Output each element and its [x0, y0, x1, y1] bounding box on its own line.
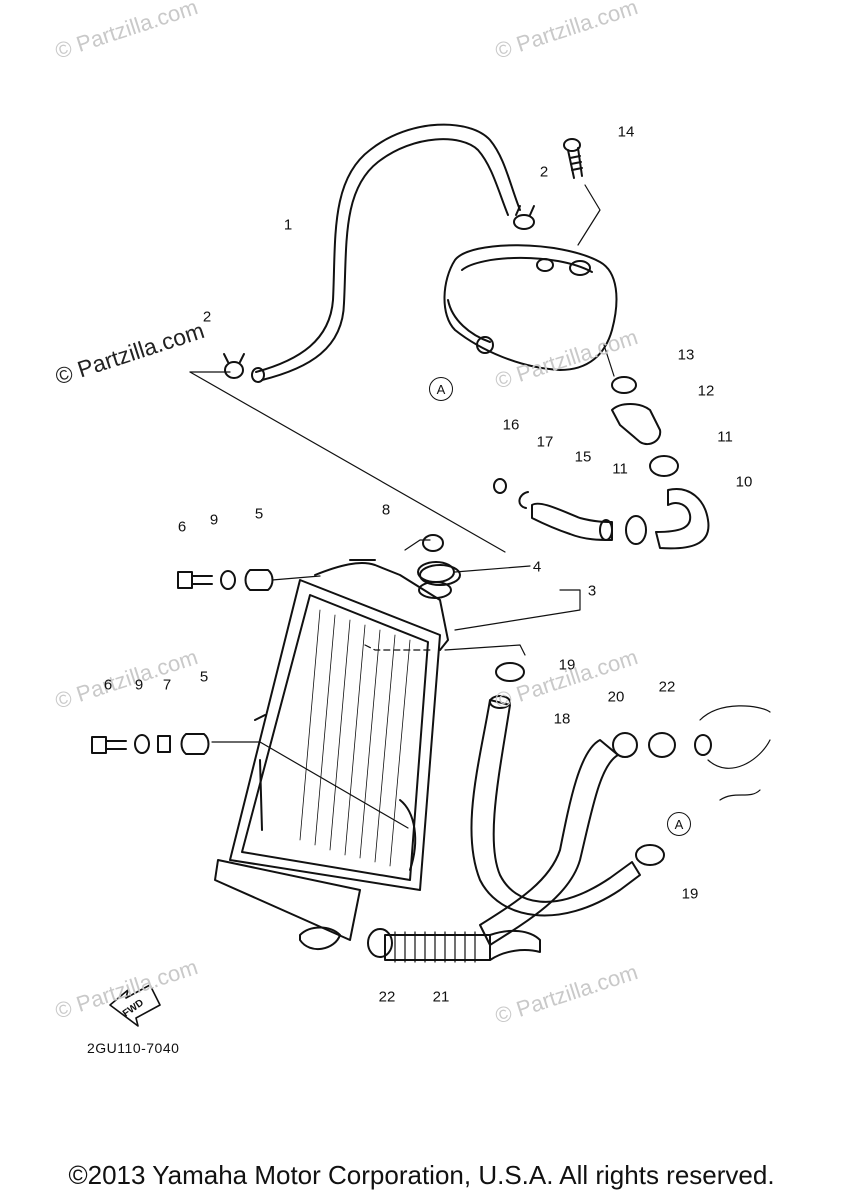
- hose-10: [655, 488, 710, 550]
- callout-17: 17: [536, 433, 554, 451]
- clamp-11-upper: [649, 455, 679, 477]
- clamp-2-top: [513, 205, 535, 230]
- diagram-code: 2GU110-7040: [87, 1040, 180, 1056]
- clamp-22-upper: [648, 732, 676, 758]
- hose-15: [531, 502, 613, 541]
- callout-19: 19: [558, 656, 576, 674]
- callout-2: 2: [539, 163, 549, 181]
- callout-15: 15: [574, 448, 592, 466]
- o-ring-16: [493, 478, 507, 494]
- callout-7: 7: [162, 676, 172, 694]
- callout-16: 16: [502, 416, 520, 434]
- bolt-6-upper: [177, 571, 213, 589]
- radiator-cap-4: [417, 561, 455, 583]
- clip-17: [518, 491, 529, 509]
- callout-19: 19: [681, 885, 699, 903]
- gasket-13: [611, 376, 637, 394]
- washer-9-lower: [134, 734, 150, 754]
- connector-a-label: A: [429, 377, 453, 401]
- grommet-5-lower: [180, 733, 210, 755]
- collar-7: [157, 735, 171, 753]
- callout-21: 21: [432, 988, 450, 1006]
- hose-20: [479, 739, 619, 946]
- callout-6: 6: [177, 518, 187, 536]
- callout-9: 9: [209, 511, 219, 529]
- reservoir-tank: [443, 244, 618, 371]
- copyright-notice: ©2013 Yamaha Motor Corporation, U.S.A. A…: [68, 1160, 775, 1190]
- callout-1: 1: [283, 216, 293, 234]
- callout-3: 3: [587, 582, 597, 600]
- bolt-14: [563, 138, 601, 246]
- fwd-arrow: [109, 984, 161, 1027]
- callout-22: 22: [378, 988, 396, 1006]
- hose-18: [470, 699, 641, 917]
- callout-4: 4: [532, 558, 542, 576]
- fitting-12: [611, 403, 662, 446]
- hose-21-bellows: [384, 929, 541, 963]
- hose-1: [255, 123, 521, 373]
- connector-a-label: A: [667, 812, 691, 836]
- bolt-6-lower: [91, 736, 127, 754]
- callout-9: 9: [134, 676, 144, 694]
- grommet-5-upper: [244, 569, 274, 591]
- washer-9-upper: [220, 570, 236, 590]
- clamp-22-lower: [367, 928, 393, 958]
- clamp-19-upper: [495, 662, 525, 682]
- callout-8: 8: [381, 501, 391, 519]
- callout-10: 10: [735, 473, 753, 491]
- clamp-11-lower: [625, 515, 647, 545]
- callout-5: 5: [199, 668, 209, 686]
- callout-11: 11: [717, 428, 733, 446]
- callout-14: 14: [617, 123, 635, 141]
- radiator: [214, 534, 461, 950]
- callout-6: 6: [103, 676, 113, 694]
- clamp-19-lower: [635, 844, 665, 866]
- callout-12: 12: [697, 382, 715, 400]
- callout-22: 22: [658, 678, 676, 696]
- callout-2: 2: [202, 308, 212, 326]
- callout-5: 5: [254, 505, 264, 523]
- callout-20: 20: [607, 688, 625, 706]
- clamp-2-left: [223, 353, 245, 379]
- callout-11: 11: [612, 460, 628, 478]
- callout-18: 18: [553, 710, 571, 728]
- radiator-fins: [299, 609, 411, 867]
- callout-13: 13: [677, 346, 695, 364]
